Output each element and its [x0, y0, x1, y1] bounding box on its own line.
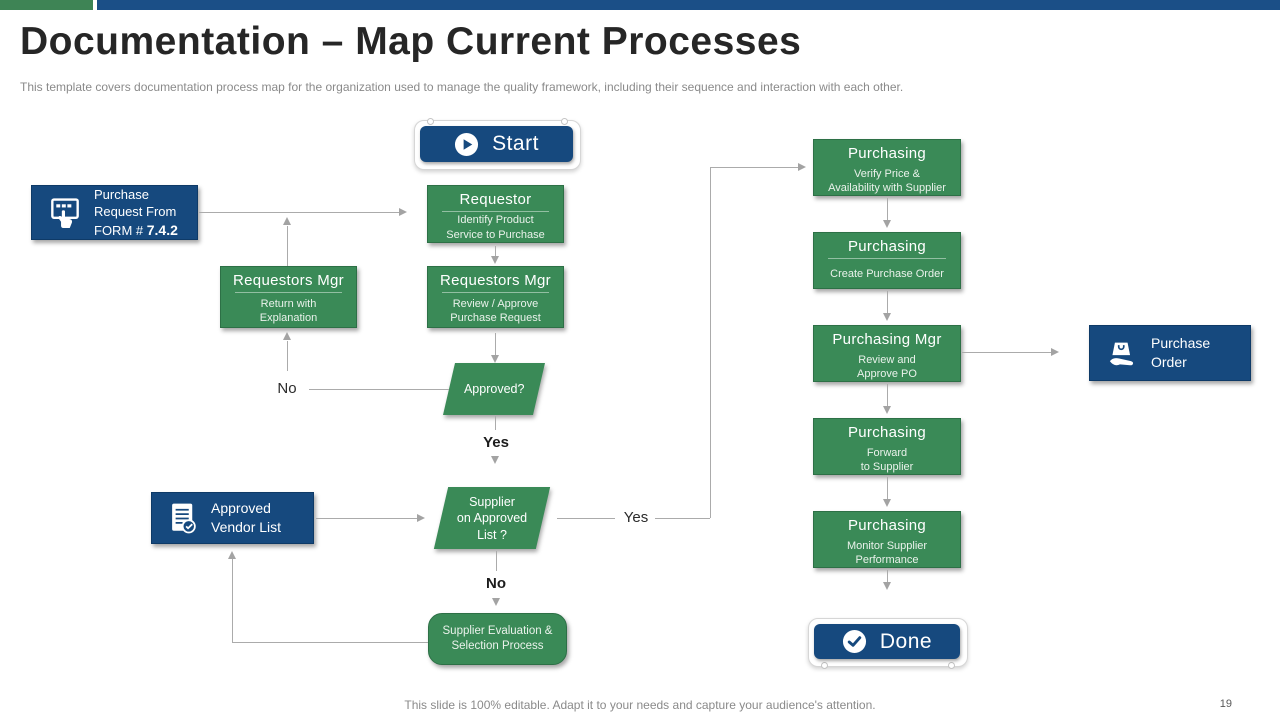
shape-handle — [427, 118, 434, 125]
node-title: Purchasing Mgr — [832, 331, 942, 348]
connector-line — [232, 559, 233, 642]
node-title: Requestors Mgr — [440, 272, 551, 289]
connector-line — [887, 291, 888, 313]
connector-line — [199, 212, 399, 213]
arrowhead — [491, 456, 499, 464]
supplier-evaluation-node[interactable]: Supplier Evaluation & Selection Process — [428, 613, 567, 665]
arrowhead — [491, 355, 499, 363]
connector-line — [710, 167, 798, 168]
arrowhead — [1051, 348, 1059, 356]
requestors-mgr-return-node[interactable]: Requestors Mgr Return with Explanation — [220, 266, 357, 328]
arrowhead — [883, 499, 891, 507]
connector-line — [316, 518, 417, 519]
divider — [828, 258, 946, 259]
start-button-label: Start — [492, 132, 539, 155]
node-subtitle: Verify Price & Availability with Supplie… — [828, 168, 946, 195]
connector-line — [962, 352, 1051, 353]
purchasing-monitor-node[interactable]: Purchasing Monitor Supplier Performance — [813, 511, 961, 568]
node-subtitle: Review and Approve PO — [857, 354, 917, 381]
purchasing-verify-node[interactable]: Purchasing Verify Price & Availability w… — [813, 139, 961, 196]
done-button-label: Done — [879, 629, 933, 653]
arrowhead — [491, 256, 499, 264]
check-circle-icon — [842, 629, 867, 654]
supplier-no-label: No — [486, 575, 506, 592]
shape-handle — [561, 118, 568, 125]
document-check-icon — [166, 501, 201, 536]
connector-line — [287, 226, 288, 266]
node-subtitle: Monitor Supplier Performance — [846, 540, 928, 567]
node-subtitle: Create Purchase Order — [830, 268, 944, 281]
connector-line — [887, 198, 888, 220]
node-title: Purchasing — [847, 517, 927, 534]
arrowhead — [228, 551, 236, 559]
connector-line — [495, 416, 496, 430]
approved-yes-label: Yes — [483, 434, 509, 451]
node-title: Requestors Mgr — [233, 272, 344, 289]
arrowhead — [399, 208, 407, 216]
node-title: Purchasing — [847, 424, 927, 441]
node-label: Approved Vendor List — [211, 500, 282, 535]
node-label: Purchase Order — [1151, 335, 1211, 370]
node-title: Requestor — [459, 191, 532, 208]
connector-line — [309, 389, 449, 390]
connector-line — [655, 518, 710, 519]
divider — [442, 292, 549, 293]
connector-line — [557, 518, 615, 519]
connector-line — [287, 341, 288, 371]
page-subtitle: This template covers documentation proce… — [20, 80, 904, 94]
supplier-yes-label: Yes — [623, 509, 649, 526]
node-label: Supplier Evaluation & Selection Process — [442, 625, 553, 652]
node-label: Supplier on Approved List ? — [456, 494, 528, 542]
start-button[interactable]: Start — [420, 126, 573, 162]
supplier-on-list-decision-node[interactable]: Supplier on Approved List ? — [433, 487, 551, 549]
arrowhead — [283, 217, 291, 225]
requestor-node[interactable]: Requestor Identify Product Service to Pu… — [427, 185, 564, 243]
page-number: 19 — [1219, 698, 1232, 710]
footer-note: This slide is 100% editable. Adapt it to… — [404, 698, 876, 712]
form-click-icon — [46, 194, 84, 232]
purchase-request-node[interactable]: Purchase Request From FORM # 7.4.2 — [31, 185, 198, 240]
shape-handle — [821, 662, 828, 669]
arrowhead — [883, 582, 891, 590]
approved-vendor-list-node[interactable]: Approved Vendor List — [151, 492, 314, 544]
approved-no-label: No — [277, 380, 297, 397]
page-title: Documentation – Map Current Processes — [20, 20, 802, 63]
purchasing-forward-node[interactable]: Purchasing Forward to Supplier — [813, 418, 961, 475]
node-title: Purchasing — [847, 145, 927, 162]
requestors-mgr-review-node[interactable]: Requestors Mgr Review / Approve Purchase… — [427, 266, 564, 328]
approved-decision-node[interactable]: Approved? — [442, 363, 546, 415]
purchasing-mgr-review-node[interactable]: Purchasing Mgr Review and Approve PO — [813, 325, 961, 382]
purchasing-create-po-node[interactable]: Purchasing Create Purchase Order — [813, 232, 961, 289]
connector-line — [887, 570, 888, 582]
topbar-blue-segment — [97, 0, 1280, 10]
arrowhead — [417, 514, 425, 522]
node-title: Purchasing — [847, 238, 927, 255]
node-subtitle: Identify Product Service to Purchase — [446, 214, 545, 241]
connector-line — [232, 642, 428, 643]
hand-bag-icon — [1104, 335, 1141, 372]
node-subtitle: Review / Approve Purchase Request — [450, 297, 541, 324]
node-subtitle: Forward to Supplier — [860, 447, 914, 474]
connector-line — [710, 167, 711, 518]
done-button[interactable]: Done — [814, 624, 960, 659]
arrowhead — [883, 406, 891, 414]
shape-handle — [948, 662, 955, 669]
purchase-request-label: Purchase Request From FORM # 7.4.2 — [94, 186, 178, 238]
connector-line — [887, 384, 888, 406]
node-label: Approved? — [463, 381, 525, 396]
play-icon — [454, 132, 479, 157]
arrowhead — [883, 313, 891, 321]
arrowhead — [798, 163, 806, 171]
arrowhead — [492, 598, 500, 606]
topbar-green-segment — [0, 0, 93, 10]
connector-line — [495, 246, 496, 256]
purchase-order-node[interactable]: Purchase Order — [1089, 325, 1251, 381]
node-subtitle: Return with Explanation — [259, 297, 318, 324]
connector-line — [887, 477, 888, 499]
divider — [235, 292, 342, 293]
connector-line — [495, 333, 496, 355]
arrowhead — [883, 220, 891, 228]
arrowhead — [283, 332, 291, 340]
connector-line — [496, 551, 497, 571]
